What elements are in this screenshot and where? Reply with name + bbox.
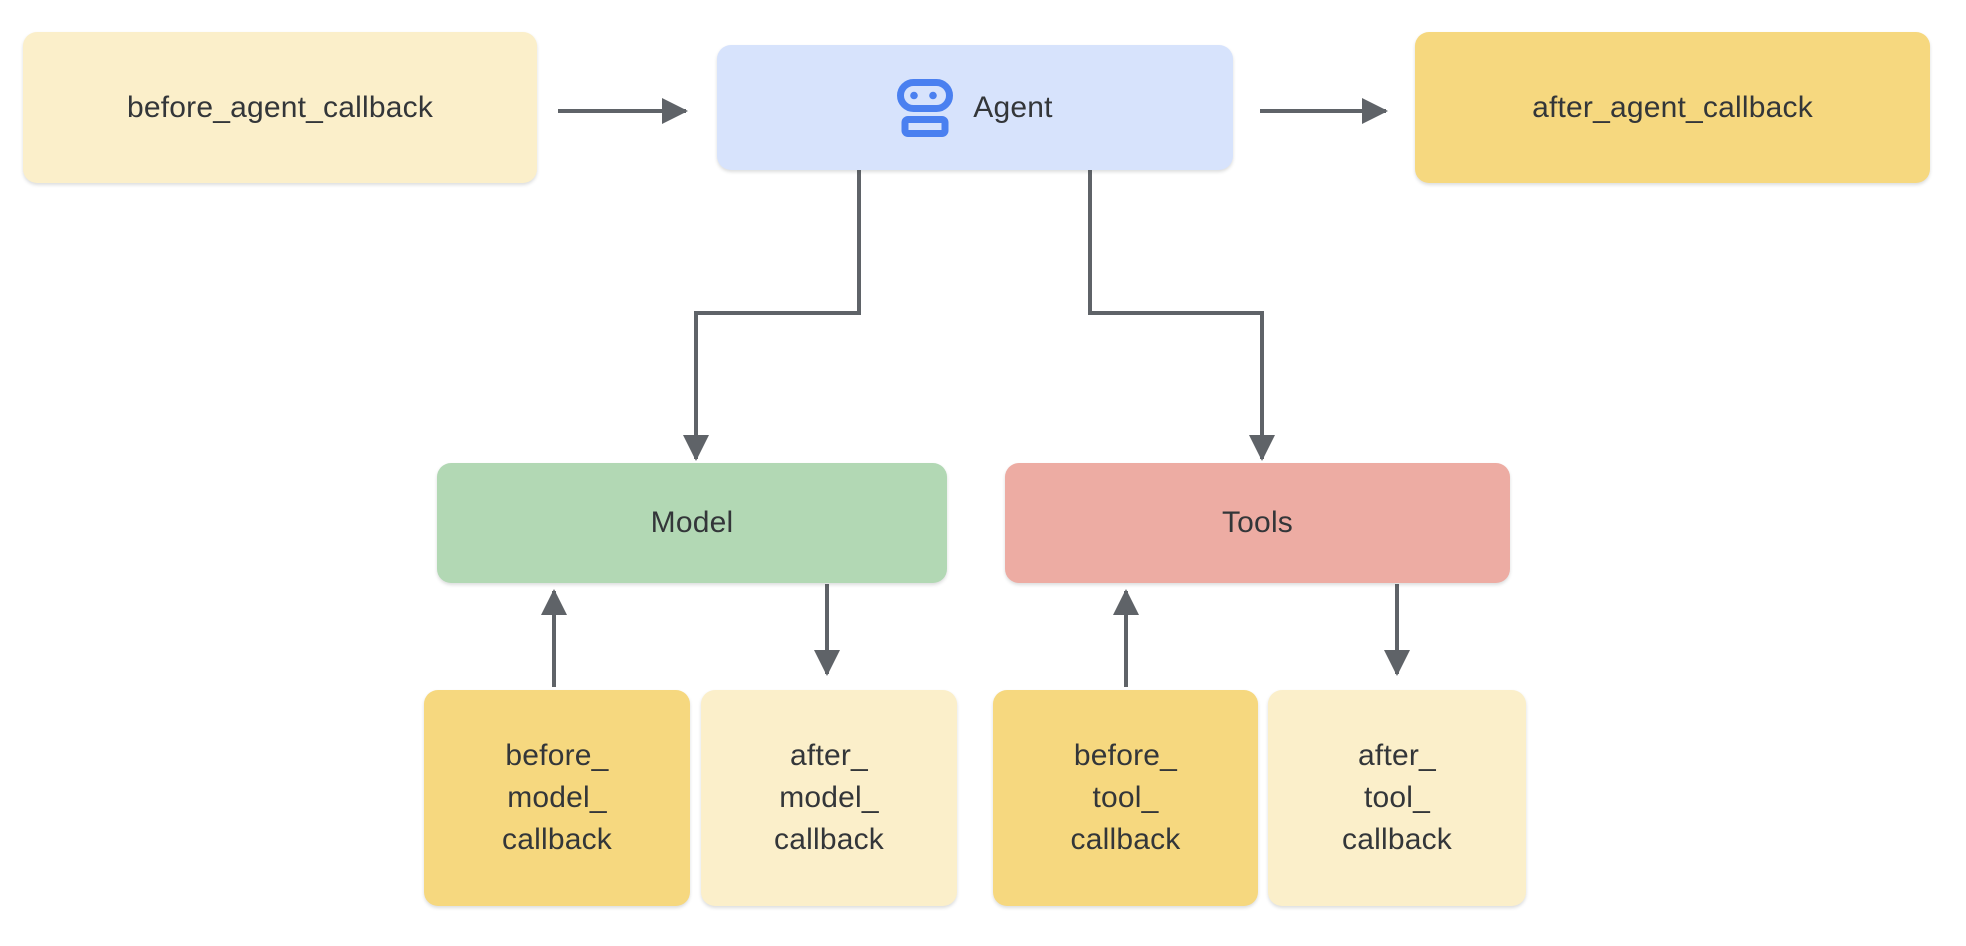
node-tools: Tools [1005,463,1510,583]
node-label-before-agent-callback: before_agent_callback [126,90,434,124]
node-after-model-callback: after_ model_ callback [701,690,957,906]
node-label-before-tool-callback: before_ tool_ callback [1070,739,1181,856]
node-before-agent-callback: before_agent_callback [23,32,537,183]
robot-icon [897,78,954,137]
edge-agent-to-tools [1088,170,1275,461]
node-label-after-tool-callback: after_ tool_ callback [1342,739,1452,856]
node-after-agent-callback: after_agent_callback [1415,32,1930,183]
node-label-agent: Agent [973,90,1053,124]
node-after-tool-callback: after_ tool_ callback [1268,690,1526,906]
node-label-after-model-callback: after_ model_ callback [774,739,884,856]
node-model: Model [437,463,947,583]
node-before-tool-callback: before_ tool_ callback [993,690,1258,906]
node-label-before-model-callback: before_ model_ callback [502,739,612,856]
node-label-after-agent-callback: after_agent_callback [1532,90,1813,124]
node-label-model: Model [650,506,734,539]
node-label-tools: Tools [1221,506,1294,539]
node-before-model-callback: before_ model_ callback [424,690,690,906]
edge-agent-to-model [683,170,861,461]
node-agent: Agent [717,45,1233,170]
agent-content: Agent [897,78,1053,137]
